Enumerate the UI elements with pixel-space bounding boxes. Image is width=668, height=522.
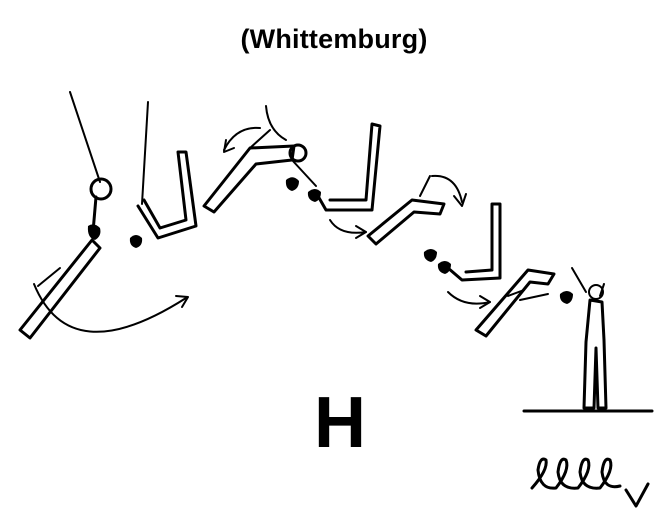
- skill-name-title: (Whittemburg): [240, 24, 428, 54]
- swing-arrow: [33, 283, 189, 333]
- gymnast-figure-9-landing: [571, 267, 608, 410]
- gymnast-figure-1: [18, 91, 113, 340]
- rotation-arrow-4: [447, 291, 491, 309]
- gymnast-figure-5: [307, 122, 382, 212]
- rotation-arrow-1: [223, 126, 261, 153]
- gymnast-figure-3: [202, 129, 299, 214]
- rotation-arrow-3: [431, 174, 467, 207]
- gymnast-figure-8: [474, 268, 573, 338]
- gymnast-figure-7: [437, 202, 502, 282]
- difficulty-value: H: [314, 383, 366, 463]
- gymnast-figure-6: [366, 175, 446, 262]
- rotation-arrow-2: [329, 219, 367, 239]
- skill-notation-symbol: [530, 457, 650, 508]
- gymnast-figure-2: [129, 101, 198, 248]
- gymnast-figure-4: [265, 105, 317, 187]
